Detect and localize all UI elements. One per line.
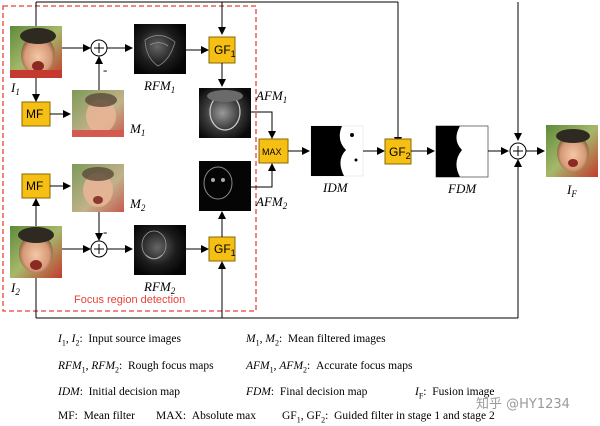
label-i2-text: I [10,280,16,295]
label-rfm1: RFM1 [143,78,175,95]
gf1-top-sub: 1 [231,49,236,59]
label-rfm2-text: RFM [143,279,172,294]
mf1-label: MF [26,107,43,121]
legend-row4-b: MAX: Absolute max [156,410,256,422]
legend-text-input: Input source images [88,333,182,345]
mf2-box: MF [21,173,51,199]
image-rfm2 [134,225,186,275]
label-m2-text: M [129,196,142,211]
legend-text-mean: Mean filtered images [287,333,386,345]
image-rfm1 [134,24,186,74]
legend-text-idm: Initial decision map [88,386,181,398]
gf1-top-box: GF1 [208,36,236,64]
legend-text-accurate: Accurate focus maps [315,360,413,372]
image-afm2 [199,161,251,211]
line-afm1-max [251,111,276,139]
label-if: IF [566,182,577,199]
label-afm2-sub: 2 [283,201,288,211]
gf1-top-text: GF [214,43,231,57]
label-afm2-text: AFM [255,194,284,209]
label-m2-sub: 2 [141,203,146,213]
gf1-bottom-label: GF1 [214,242,236,258]
gf2-text: GF [389,145,406,159]
label-rfm2-sub: 2 [171,286,176,296]
label-rfm1-sub: 1 [171,85,176,95]
plus-node-bottom [90,240,108,258]
focus-region-label: Focus region detection [74,294,185,306]
image-m1 [72,90,124,137]
legend-text-gf: Guided filter in stage 1 and stage 2 [334,410,495,422]
gf1-bottom-sub: 1 [231,248,236,258]
label-if-text: I [566,182,572,197]
label-i2: I2 [10,280,20,297]
image-fdm [435,125,489,178]
label-m1: M1 [129,121,145,138]
legend-row3-a: IDM: Initial decision map [58,386,181,398]
gf2-box: GF2 [384,138,412,165]
legend-row2-b: AFM1, AFM2: Accurate focus maps [246,360,413,375]
label-fdm: FDM [447,181,477,196]
legend-row2-a: RFM1, RFM2: Rough focus maps [58,360,214,375]
label-if-sub: F [570,189,577,199]
mf1-box: MF [21,101,51,127]
plus-node-final [509,142,527,160]
label-m1-text: M [129,121,142,136]
watermark: 知乎 @HY1234 [476,397,570,412]
image-i1 [10,26,62,78]
mf2-label: MF [26,179,43,193]
focus-region-box [2,5,257,312]
legend-i-symbols: I [58,333,62,345]
max-label: MAX [262,147,282,157]
gf1-bottom-box: GF1 [208,236,236,262]
label-m2: M2 [129,196,146,213]
label-i1-sub: 1 [15,87,20,97]
legend-row3-b: FDM: Final decision map [246,386,368,398]
label-rfm1-text: RFM [143,78,172,93]
legend-row3-c: IF: Fusion image [415,386,495,401]
label-i1-text: I [10,80,16,95]
image-idm [310,125,364,177]
gf1-bottom-text: GF [214,242,231,256]
image-i2 [10,226,62,278]
label-afm1-text: AFM [255,88,284,103]
image-afm1 [199,88,251,138]
label-i2-sub: 2 [15,287,20,297]
legend-row1-b: M1, M2: Mean filtered images [246,333,386,348]
plus-node-top [90,39,108,57]
image-m2 [72,164,124,212]
gf1-top-label: GF1 [214,43,236,59]
image-if [546,125,598,177]
label-rfm2: RFM2 [143,279,176,296]
legend-row4-c: GF1, GF2: Guided filter in stage 1 and s… [282,410,495,425]
legend-text-max: Absolute max [191,410,256,422]
max-box: MAX [258,138,289,164]
legend-text-if: Fusion image [432,386,495,398]
legend-row1-a: I1, I2: Input source images [58,333,182,348]
label-afm1-sub: 1 [283,95,288,105]
minus-sign-top: - [103,62,107,77]
label-afm1: AFM1 [255,88,287,105]
label-idm: IDM [322,180,349,195]
label-m1-sub: 1 [141,128,146,138]
label-i1: I1 [10,80,20,97]
legend-text-rough: Rough focus maps [127,360,214,372]
legend-text-fdm: Final decision map [279,386,368,398]
legend-text-mf: Mean filter [83,410,135,422]
gf2-label: GF2 [389,145,411,161]
legend-row4-a: MF: Mean filter [58,410,135,422]
line-afm2-max [251,163,276,188]
label-afm2: AFM2 [255,194,288,211]
minus-sign-bottom: - [103,224,107,239]
gf2-sub: 2 [406,151,411,161]
